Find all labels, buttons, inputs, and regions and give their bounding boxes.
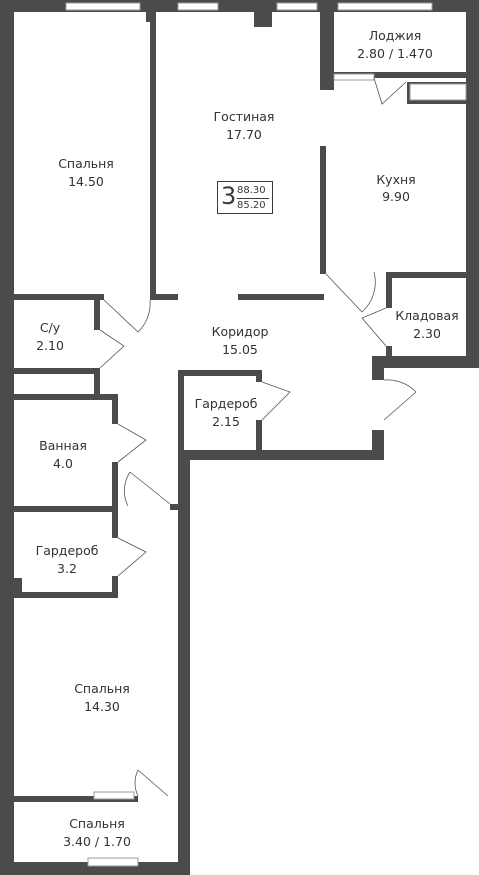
living-area: 85.20: [237, 200, 266, 211]
wall: [254, 12, 272, 27]
wall: [112, 462, 118, 512]
room-name-living-room: Гостиная: [213, 109, 275, 124]
door-swing: [383, 379, 417, 421]
wall: [14, 592, 118, 598]
wall: [94, 294, 100, 330]
window: [87, 857, 139, 867]
wall: [386, 272, 466, 278]
wall: [150, 294, 178, 300]
door-swing: [261, 381, 291, 421]
room-name-corridor: Коридор: [211, 324, 269, 339]
room-area-bathroom: 4.0: [53, 456, 73, 471]
door-swing: [325, 271, 376, 313]
door-swing: [134, 769, 169, 797]
window: [337, 2, 433, 11]
wall: [386, 346, 392, 360]
wall: [112, 394, 118, 424]
room-name-bedroom-3: Спальня: [69, 816, 125, 831]
windows: [65, 2, 467, 867]
wall: [14, 394, 118, 400]
wall: [112, 576, 118, 596]
apartment-badge: 3 88.30 85.20: [217, 181, 273, 214]
window: [177, 2, 219, 11]
wall: [320, 0, 334, 90]
room-name-loggia: Лоджия: [368, 28, 422, 43]
window: [65, 2, 141, 11]
wall: [386, 272, 392, 308]
room-name-wardrobe-1: Гардероб: [194, 396, 258, 411]
door-swing: [117, 423, 147, 463]
wall: [178, 450, 384, 460]
room-area-kitchen: 9.90: [382, 189, 410, 204]
room-name-wc: С/у: [39, 320, 61, 335]
doors: [99, 77, 417, 797]
room-name-bedroom-2: Спальня: [74, 681, 130, 696]
room-name-pantry: Кладовая: [395, 308, 459, 323]
wall: [14, 578, 22, 598]
room-area-bedroom-3: 3.40 / 1.70: [63, 834, 131, 849]
room-name-bedroom-1: Спальня: [58, 156, 114, 171]
door-swing: [99, 329, 125, 369]
room-area-wardrobe-2: 3.2: [57, 561, 77, 576]
wall: [150, 22, 156, 298]
room-area-pantry: 2.30: [413, 326, 441, 341]
room-area-living-room: 17.70: [226, 127, 262, 142]
wall: [170, 504, 178, 510]
wall: [256, 370, 262, 382]
door-swing: [117, 537, 147, 577]
wall: [320, 72, 466, 78]
wall: [256, 420, 262, 452]
wall: [14, 368, 100, 374]
wall: [466, 0, 479, 368]
wall: [14, 506, 118, 512]
wall: [178, 370, 184, 452]
window: [409, 83, 467, 101]
room-name-wardrobe-2: Гардероб: [35, 543, 99, 558]
door-swing: [361, 307, 387, 347]
badge-divider: [237, 198, 269, 199]
total-area: 88.30: [237, 185, 266, 196]
window: [276, 2, 318, 11]
wall: [0, 862, 190, 875]
wall: [320, 146, 326, 274]
wall: [94, 368, 100, 398]
wall: [372, 356, 479, 368]
wall: [14, 796, 138, 802]
wall: [372, 356, 384, 380]
wall: [0, 0, 14, 875]
door-swing: [103, 299, 151, 333]
door-swing: [373, 77, 407, 105]
wall: [238, 294, 324, 300]
room-name-bathroom: Ванная: [39, 438, 87, 453]
room-area-loggia: 2.80 / 1.470: [357, 46, 433, 61]
rooms-count: 3: [221, 182, 237, 210]
room-name-kitchen: Кухня: [376, 172, 416, 187]
wall: [178, 370, 262, 376]
room-area-wardrobe-1: 2.15: [212, 414, 240, 429]
wall: [112, 506, 118, 538]
door-swing: [124, 471, 171, 507]
room-area-wc: 2.10: [36, 338, 64, 353]
window: [333, 73, 375, 81]
wall: [14, 294, 104, 300]
wall: [178, 450, 190, 875]
room-area-corridor: 15.05: [222, 342, 258, 357]
room-area-bedroom-2: 14.30: [84, 699, 120, 714]
room-area-bedroom-1: 14.50: [68, 174, 104, 189]
window: [93, 791, 135, 800]
wall: [146, 12, 156, 22]
